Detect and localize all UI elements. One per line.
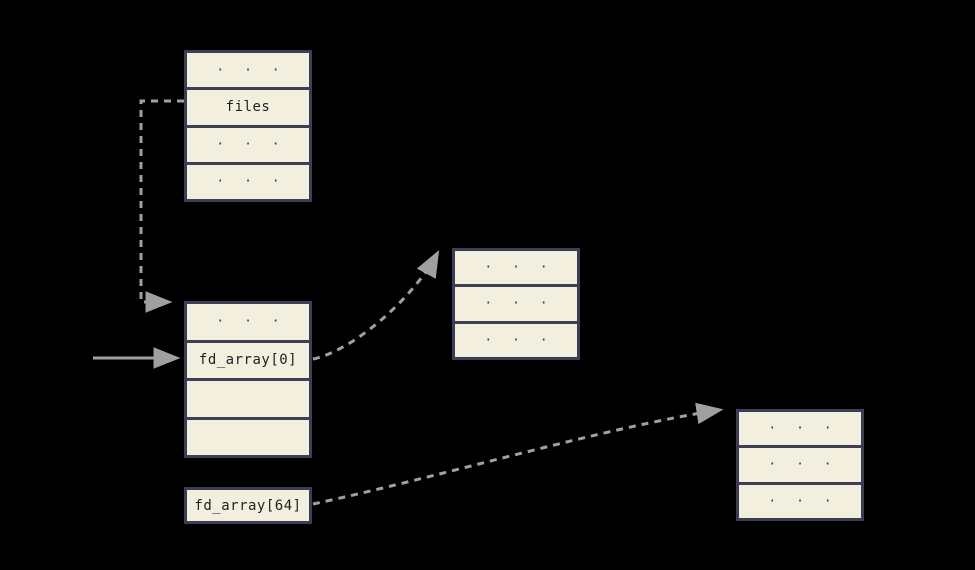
task-struct-row-3: · · · (187, 164, 309, 199)
file-struct-a-block: · · · · · · · · · (452, 248, 580, 360)
files-struct-row-3 (187, 419, 309, 455)
task-struct-block: · · · files · · · · · · (184, 50, 312, 202)
file-struct-a-row-2: · · · (455, 323, 577, 357)
fd-array-64-block: fd_array[64] (184, 487, 312, 524)
edge-fd0-to-file-a (312, 250, 440, 361)
edge-files-to-files-struct (139, 99, 184, 313)
edge-fd64-to-file-b (312, 402, 724, 506)
file-struct-b-block: · · · · · · · · · (736, 409, 864, 521)
task-struct-row-0: · · · (187, 53, 309, 91)
fd-array-64-label: fd_array[64] (194, 497, 302, 514)
task-struct-row-files: files (187, 90, 309, 128)
file-struct-a-row-0: · · · (455, 251, 577, 288)
file-struct-b-row-2: · · · (739, 484, 861, 518)
files-struct-row-2 (187, 381, 309, 420)
task-struct-row-2: · · · (187, 127, 309, 165)
file-struct-b-row-0: · · · (739, 412, 861, 449)
files-struct-row-fd-array-0: fd_array[0] (187, 342, 309, 381)
file-struct-a-row-1: · · · (455, 287, 577, 324)
file-struct-b-row-1: · · · (739, 448, 861, 485)
files-struct-row-0: · · · (187, 304, 309, 343)
files-struct-block: · · · fd_array[0] (184, 301, 312, 458)
